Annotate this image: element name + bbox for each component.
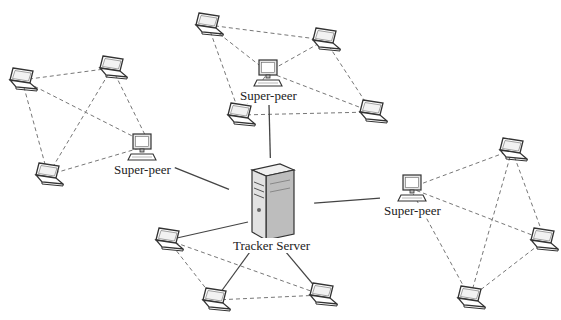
computer-icon [397, 173, 427, 203]
super-peer-node: Super-peer [382, 173, 443, 218]
tracker-server-node: Tracker Server [231, 160, 312, 253]
node-label: Super-peer [382, 203, 443, 218]
node-label: Super-peer [238, 88, 299, 103]
node-label: Super-peer [112, 162, 173, 177]
connector-line [175, 168, 229, 190]
laptops [10, 13, 558, 311]
server-links [168, 222, 322, 300]
node-label: Tracker Server [231, 238, 312, 253]
computer-icon [244, 160, 300, 244]
connector-line [269, 105, 270, 158]
connector-line [314, 198, 380, 203]
computer-icon [127, 132, 157, 162]
super-peer-node: Super-peer [238, 58, 299, 103]
super-peer-node: Super-peer [112, 132, 173, 177]
computer-icon [253, 58, 283, 88]
peer-links [22, 25, 545, 300]
